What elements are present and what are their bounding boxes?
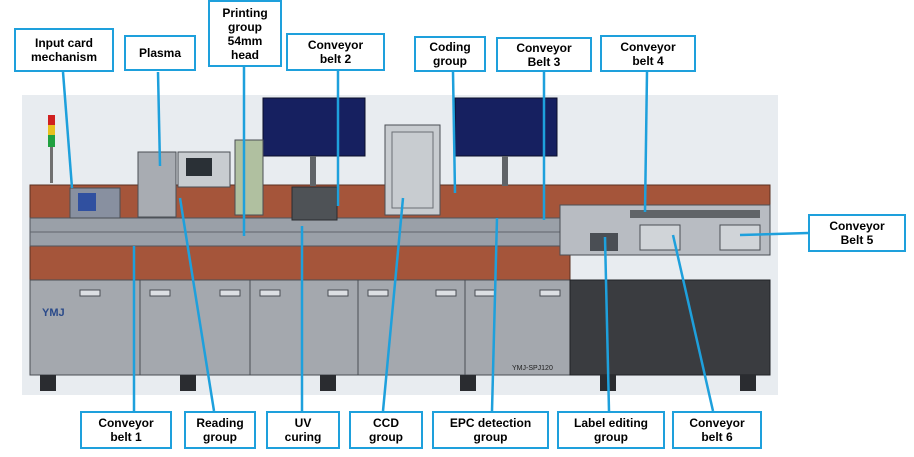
printing-head <box>234 139 264 216</box>
callout-lines <box>61 67 809 412</box>
machine-model-text: YMJ-SPJ120 <box>512 365 553 372</box>
label-plasma: Plasma <box>124 35 196 71</box>
uv-unit <box>291 186 338 221</box>
machine-feet <box>40 375 756 391</box>
monitor-left <box>262 97 366 186</box>
label-conveyor-belt-5: Conveyor Belt 5 <box>808 214 906 252</box>
label-conveyor-belt-6: Conveyor belt 6 <box>672 411 762 449</box>
label-printing: Printing group 54mm head <box>208 0 282 67</box>
label-coding: Coding group <box>414 36 486 72</box>
label-conveyor-belt-2: Conveyor belt 2 <box>286 33 385 71</box>
label-label-editing: Label editing group <box>557 411 665 449</box>
lower-plate <box>29 244 571 281</box>
monitor-right <box>454 97 558 186</box>
plasma-unit <box>137 151 177 218</box>
label-conveyor-belt-3: Conveyor Belt 3 <box>496 37 592 72</box>
ccd-cabinet <box>384 124 441 216</box>
cabinet-handles <box>79 289 561 297</box>
label-ccd: CCD group <box>349 411 423 449</box>
label-uv-curing: UV curing <box>266 411 340 449</box>
label-conveyor-belt-4: Conveyor belt 4 <box>600 35 696 72</box>
label-epc-detection: EPC detection group <box>432 411 549 449</box>
label-conveyor-belt-1: Conveyor belt 1 <box>80 411 172 449</box>
signal-tower <box>48 115 55 183</box>
dark-cabinet <box>569 279 771 376</box>
brand-logo: YMJ <box>42 307 65 319</box>
label-input-card: Input card mechanism <box>14 28 114 72</box>
label-reading: Reading group <box>184 411 256 449</box>
